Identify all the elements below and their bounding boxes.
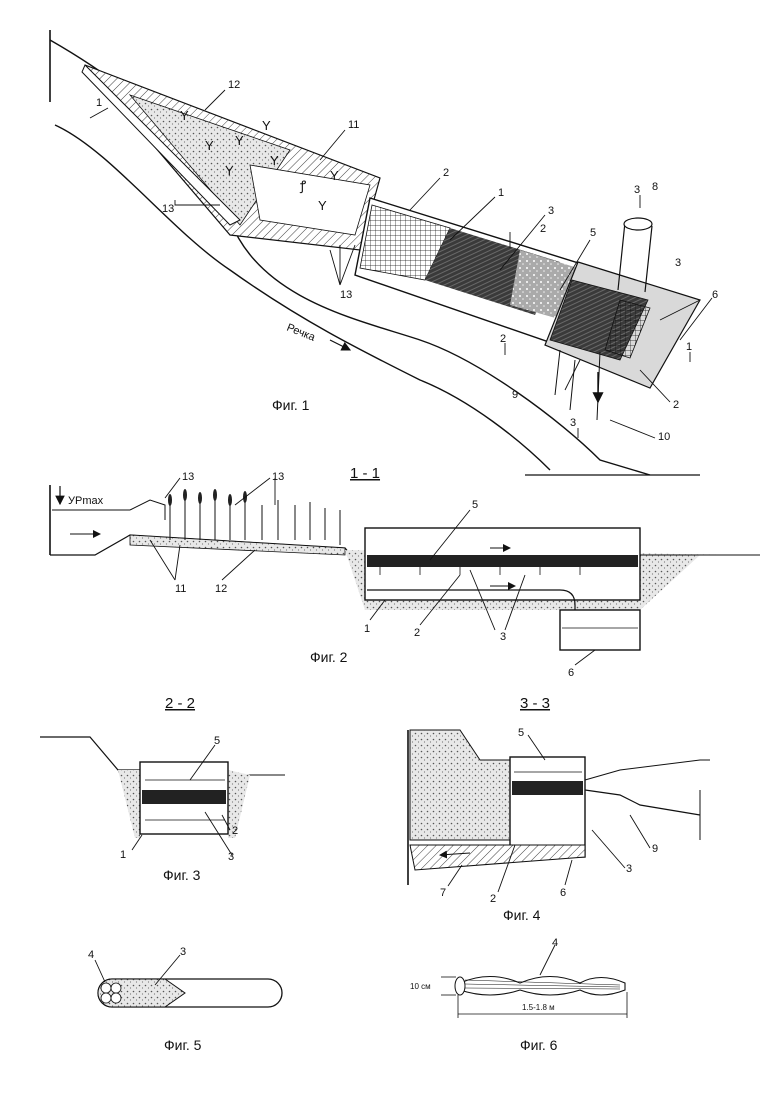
fig2-callout-13: 13 [272,471,284,483]
fig2-callout-6: 6 [568,667,574,679]
fig1-callout-7: 8 [652,181,658,193]
fig1-section-mark-3a: 3 [634,184,640,196]
fig1-section-mark-1a: 1 [96,97,102,109]
fig6-callout-4: 4 [552,937,558,949]
fig1-callout-11: 12 [228,79,240,91]
fig4-callout-6: 6 [560,887,566,899]
fig4-caption: Фиг. 4 [503,907,541,923]
fig4-callout-5: 5 [518,727,524,739]
fig3-callout-1: 1 [120,849,126,861]
fig2-callout-12: 12 [215,583,227,595]
fig5-callout-4: 4 [88,949,94,961]
fig4-section-3-3: 3 - 3 5 3 9 2 6 7 Фиг. 4 [408,695,710,923]
fig4-callout-9: 9 [652,843,658,855]
fig4-callout-3: 3 [626,863,632,875]
fig3-section-title: 2 - 2 [165,695,195,712]
svg-text:Y: Y [225,163,234,178]
fig2-callout-5: 5 [472,499,478,511]
fig1-section-mark-2b: 2 [500,333,506,345]
fig1-section-mark-3b: 3 [570,417,576,429]
svg-text:Y: Y [235,133,244,148]
fig1-plan-view: YYY ꝭYY YYY 12 11 13 [50,30,718,475]
fig2-section-title: 1 - 1 [350,465,380,482]
fig3-caption: Фиг. 3 [163,867,201,883]
svg-text:Y: Y [318,198,327,213]
fig4-section-title: 3 - 3 [520,695,550,712]
fig1-caption: Фиг. 1 [272,397,310,413]
fig2-callout-1: 1 [364,623,370,635]
fig3-callout-3: 3 [228,851,234,863]
fig6-dim-length: 1.5-1.8 м [522,1003,555,1012]
fig3-section-2-2: 2 - 2 5 2 1 3 Фиг. 3 [40,695,285,883]
fig5-caption: Фиг. 5 [164,1037,202,1053]
fig5-element-detail: 4 3 Фиг. 5 [88,946,282,1053]
svg-text:Y: Y [330,168,339,183]
fig2-callout-10: 11 [175,583,186,595]
fig3-callout-5: 5 [214,735,220,747]
fig6-dim-height: 10 см [410,982,431,991]
fig1-callout-8: 9 [512,389,518,401]
fig1-callout-9: 10 [658,431,670,443]
svg-text:Y: Y [270,153,279,168]
fig2-caption: Фиг. 2 [310,649,348,665]
fig1-callout-3a: 3 [548,205,554,217]
fig3-callout-2: 2 [232,825,238,837]
fig1-callout-1: 1 [498,187,504,199]
fig1-callout-3b: 3 [675,257,681,269]
fig1-callout-2a: 2 [443,167,449,179]
svg-text:Y: Y [205,138,214,153]
fig2-callout-11: 13 [182,471,194,483]
fig6-fibre-bundle: 4 10 см 1.5-1.8 м Фиг. 6 [410,937,627,1053]
fig6-caption: Фиг. 6 [520,1037,558,1053]
fig2-section-1-1: 1 - 1 УРmax [50,465,760,679]
fig1-section-mark-2a: 2 [540,223,546,235]
fig1-callout-6: 6 [712,289,718,301]
fig4-callout-2: 2 [490,893,496,905]
fig1-callout-2b: 2 [673,399,679,411]
river-label: Речка [285,322,318,345]
fig4-callout-7: 7 [440,887,446,899]
fig1-callout-10: 11 [348,119,359,131]
fig1-section-mark-1b: 1 [686,341,692,353]
svg-text:Y: Y [262,118,271,133]
fig2-callout-2: 2 [414,627,420,639]
svg-text:ꝭ: ꝭ [299,178,306,194]
fig5-callout-3: 3 [180,946,186,958]
fig1-callout-5: 5 [590,227,596,239]
svg-text:Y: Y [180,108,189,123]
fig2-callout-3: 3 [500,631,506,643]
fig1-callout-12: 13 [162,203,174,215]
fig1-callout-13: 13 [340,289,352,301]
water-level-label: УРmax [68,495,104,507]
